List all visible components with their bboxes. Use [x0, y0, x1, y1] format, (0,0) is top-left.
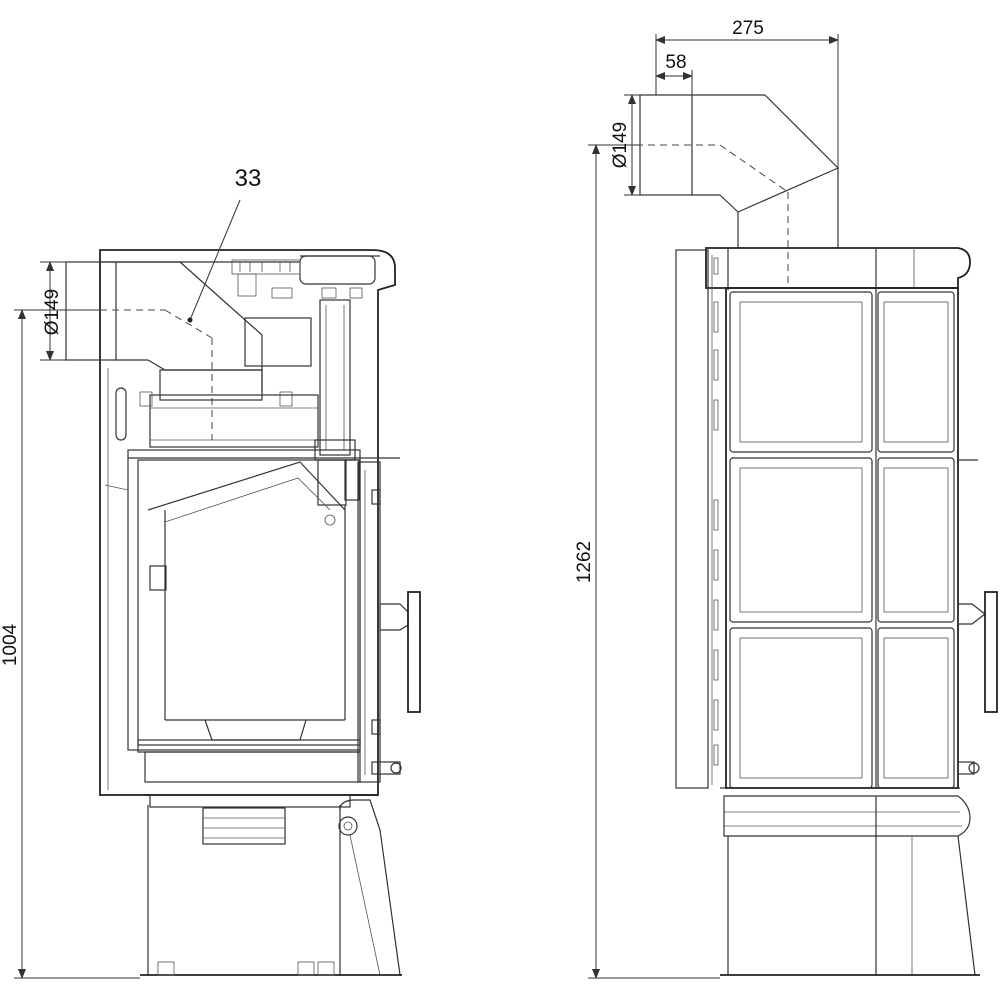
- side-riser-column: [314, 299, 360, 526]
- top-width-dimension: 275: [655, 18, 839, 168]
- front-top-cap: [705, 247, 971, 290]
- front-diameter-label: Ø149: [610, 122, 631, 168]
- side-firebox: [104, 449, 400, 783]
- side-diameter-dimension: Ø149: [40, 261, 66, 361]
- front-tile-body: [725, 287, 978, 789]
- side-heat-exchanger: [139, 317, 319, 448]
- side-height-dimension: 1004: [0, 309, 140, 979]
- top-offset-dimension: 58: [655, 52, 693, 95]
- side-height-label: 1004: [0, 623, 21, 666]
- side-door: [357, 461, 381, 783]
- front-door-handle: [957, 591, 998, 775]
- callout-dot: [187, 317, 193, 323]
- side-diameter-label: Ø149: [42, 289, 63, 335]
- side-air-slot: [115, 387, 127, 441]
- front-flue-elbow: [600, 94, 839, 285]
- front-base: [720, 787, 980, 976]
- side-body-outline: [99, 249, 396, 796]
- side-flue-elbow: [40, 261, 263, 440]
- side-top-plate: [100, 255, 380, 299]
- front-side-panel: [675, 249, 719, 789]
- front-height-dimension: 1262: [574, 144, 720, 979]
- front-height-label: 1262: [574, 541, 595, 583]
- callout-label: 33: [235, 165, 262, 192]
- side-view: 33 Ø149 1004: [0, 165, 421, 979]
- side-base: [140, 794, 402, 976]
- front-diameter-dimension: Ø149: [610, 94, 640, 196]
- callout-leader-line: [189, 199, 241, 321]
- side-door-handle: [371, 591, 421, 775]
- top-offset-label: 58: [665, 52, 686, 73]
- top-width-label: 275: [732, 18, 764, 39]
- front-view: 1262 Ø149 275 58: [574, 18, 998, 979]
